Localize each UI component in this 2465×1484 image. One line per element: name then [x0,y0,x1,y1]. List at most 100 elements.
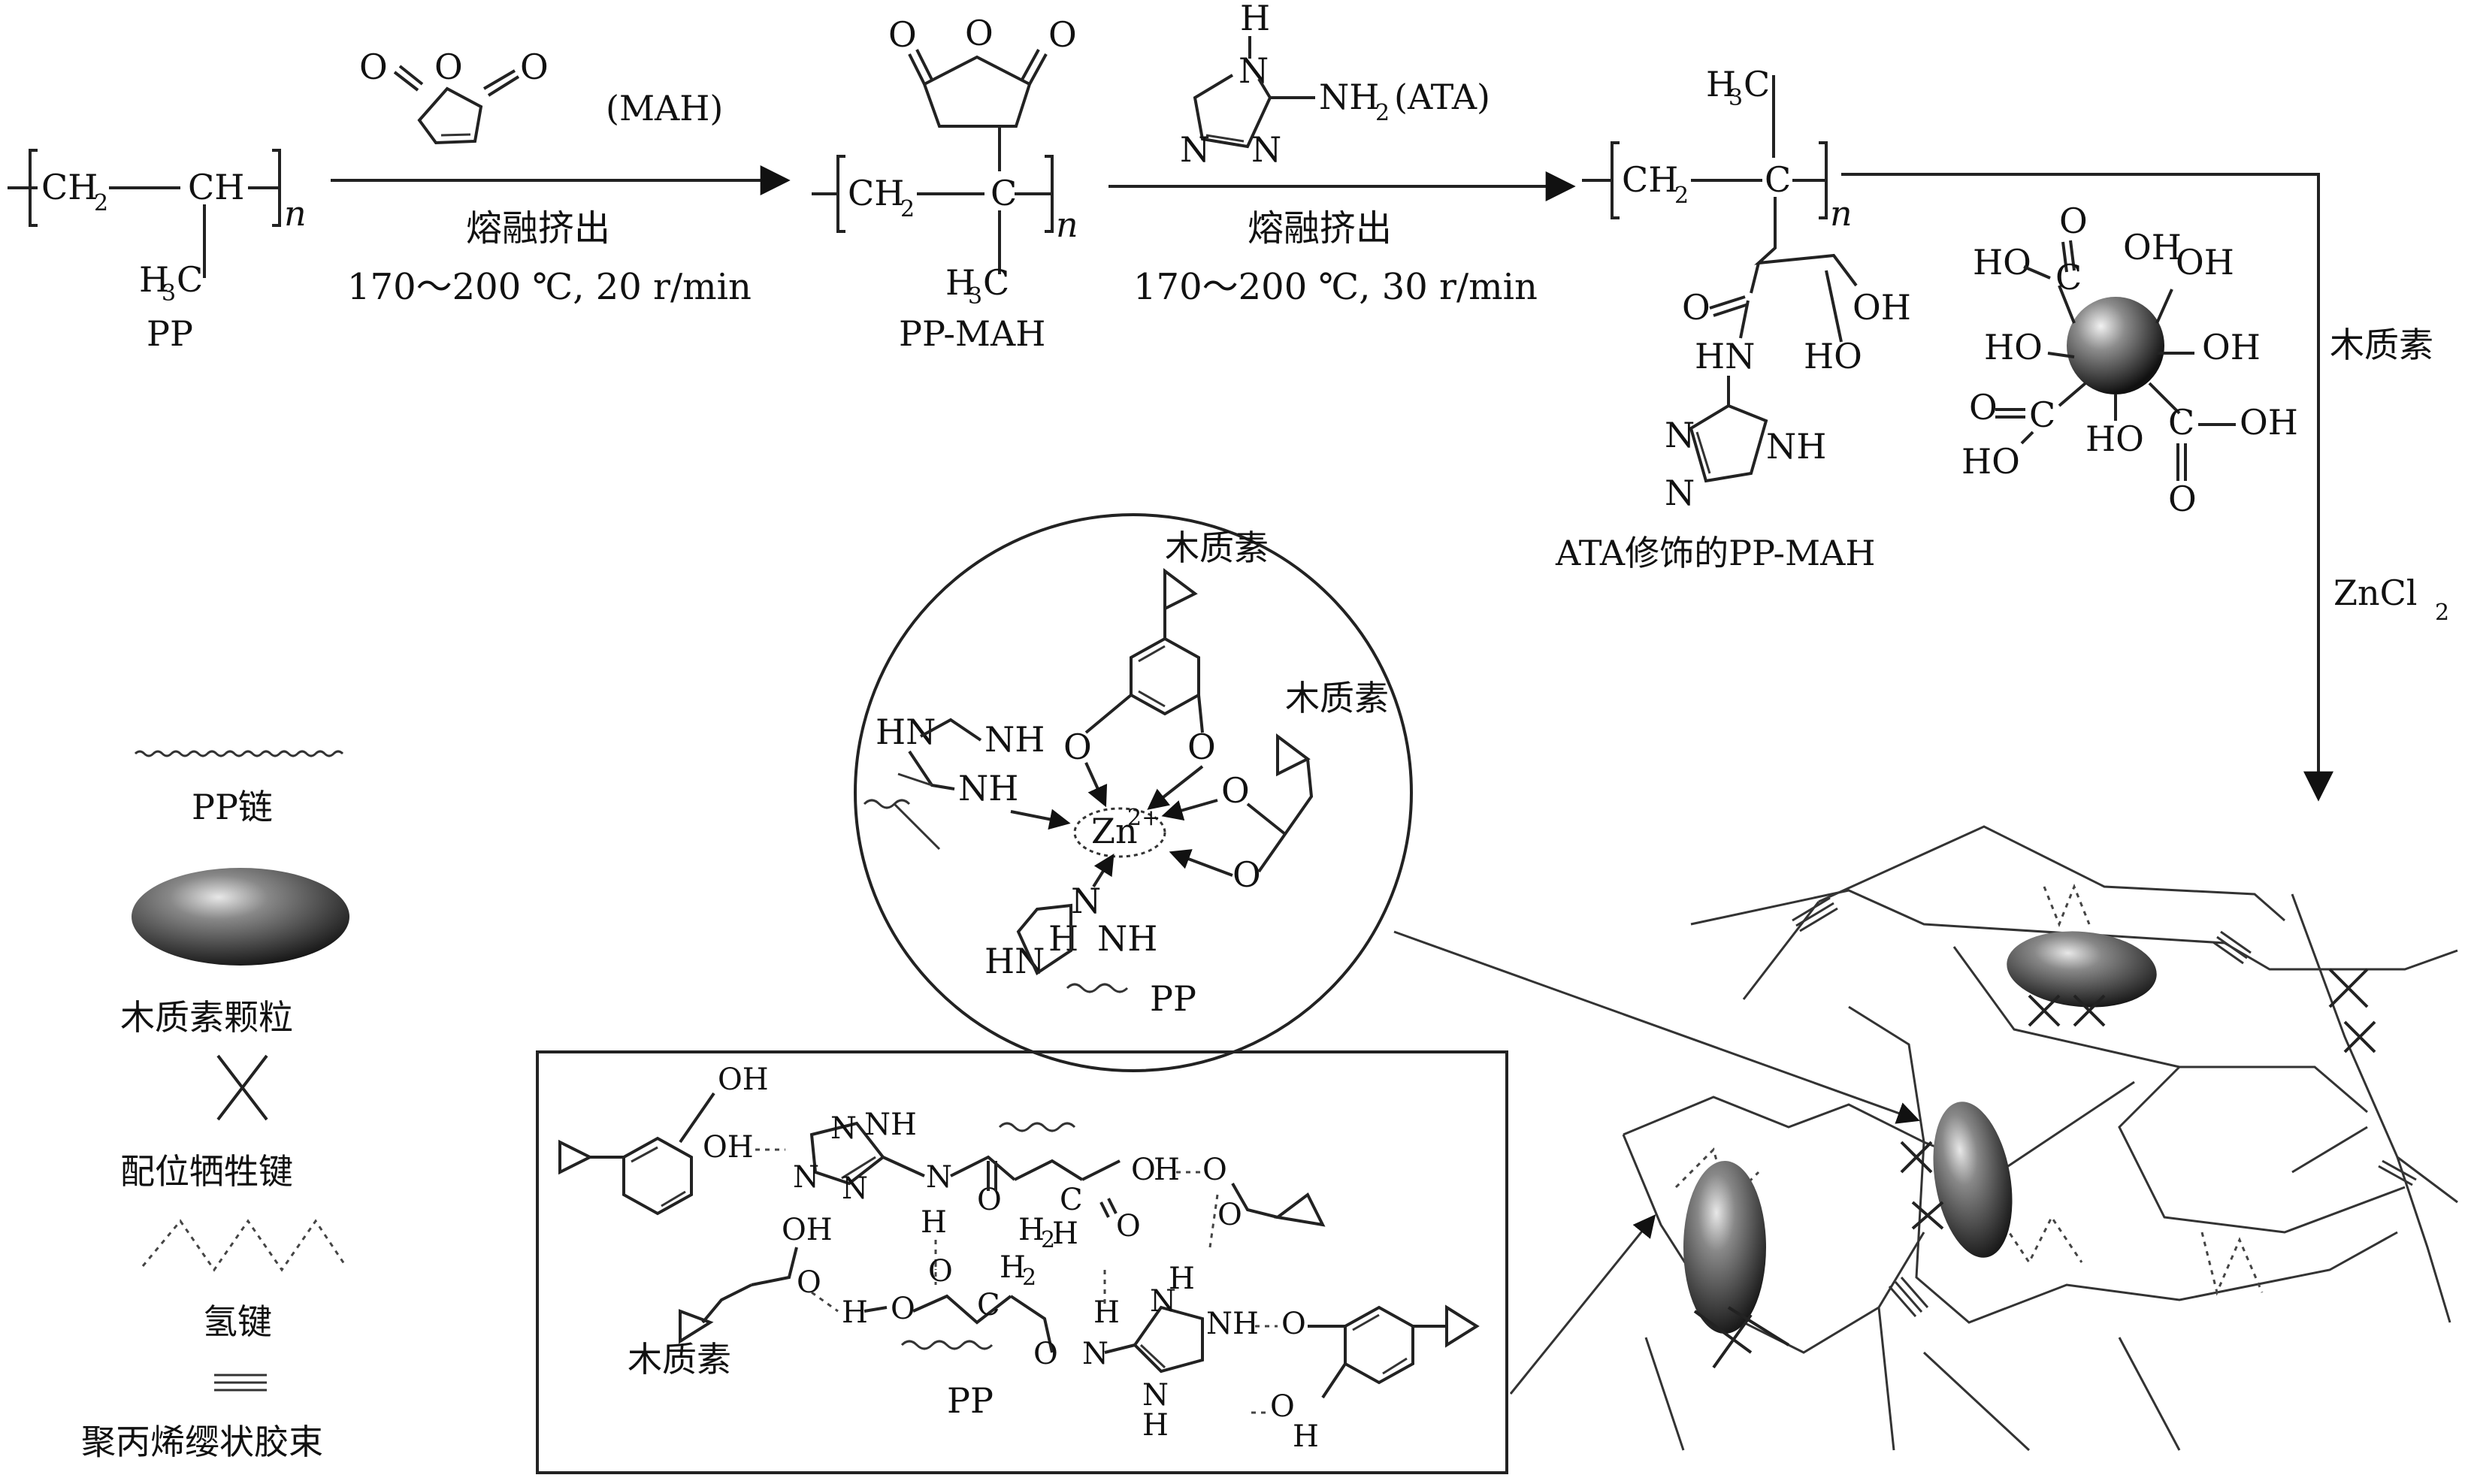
svg-text:C: C [977,1288,1000,1322]
svg-text:NH: NH [1097,918,1157,959]
svg-text:OH: OH [2202,327,2261,367]
pp-name: PP [147,313,193,354]
svg-text:O: O [359,47,388,87]
svg-text:O: O [1187,727,1216,767]
svg-text:N: N [830,1111,857,1146]
svg-text:N: N [842,1171,868,1206]
svg-text:OH: OH [782,1213,833,1247]
svg-text:HO: HO [2085,419,2144,459]
svg-text:C: C [1765,159,1791,200]
svg-text:H: H [1706,64,1736,104]
svg-text:n: n [1056,204,1078,245]
svg-text:O: O [1033,1337,1058,1371]
svg-text:OH: OH [2123,227,2182,267]
svg-text:OH: OH [2176,242,2234,283]
legend-coord-bond: 配位牺牲键 [120,1151,293,1192]
circle-lignin-1: 木质素 [1165,527,1269,568]
svg-text:N: N [793,1160,819,1195]
svg-text:N: N [1150,1284,1176,1319]
pp-mah-name: PP-MAH [899,313,1045,354]
svg-text:N: N [1142,1378,1169,1413]
svg-text:H: H [1018,1213,1045,1247]
svg-text:HO: HO [1973,242,2031,283]
zn-coordination-detail: 木质素 木质素 O O Zn 2+ HN NH NH O O N [854,513,1413,1072]
svg-text:N: N [1206,1307,1232,1341]
svg-text:2: 2 [1674,183,1689,209]
lignin-side-label: 木质素 [2330,325,2433,365]
lignin-particle-2 [1933,1102,2013,1258]
box-lignin-label: 木质素 [628,1339,731,1380]
svg-text:NH: NH [864,1108,917,1142]
step2-conditions: 170～200 ℃, 30 r/min [1133,266,1538,308]
svg-text:C: C [1744,64,1770,104]
pp-methyl-c: C [177,259,203,300]
svg-text:N: N [1251,129,1281,170]
svg-text:H: H [945,262,975,303]
svg-text:H: H [1240,0,1270,38]
svg-text:O: O [1232,854,1261,895]
legend-micelle: 聚丙烯缨状胶束 [81,1422,323,1462]
svg-text:H: H [1000,1250,1026,1285]
network-schematic [1393,825,2458,1452]
svg-text:H: H [1142,1408,1169,1443]
svg-text:HO: HO [1984,327,2043,367]
svg-text:2: 2 [900,196,915,222]
step1-reagent-mah: O O O (MAH) [359,47,723,145]
svg-text:C: C [2168,402,2194,443]
svg-text:O: O [1682,287,1710,328]
step2-reagent-ata: H N N N NH 2 (ATA) [1180,0,1490,170]
svg-text:O: O [1281,1307,1306,1341]
ata-pp-mah-structure: H 3 C CH 2 C n O OH HO HN N N NH ATA修饰的P… [1555,64,1911,573]
svg-text:O: O [434,47,463,87]
svg-text:OH: OH [703,1130,754,1165]
svg-text:NH: NH [984,719,1045,760]
svg-text:C: C [991,173,1017,213]
lignin-molecule-ball: O HO C OH OH HO OH O C HO HO C OH O [1961,201,2298,519]
svg-text:C: C [2055,257,2082,298]
svg-text:O: O [520,47,549,87]
zn-ellipse [1073,807,1166,858]
legend-micelle-swatch [214,1374,267,1392]
svg-text:N: N [1665,473,1695,513]
svg-text:O: O [1048,14,1077,55]
svg-text:H: H [921,1205,947,1240]
zn-charge: 2+ [1127,805,1160,831]
lignin-ball [2067,297,2164,394]
svg-text:H: H [1048,918,1078,959]
svg-text:OH: OH [1853,287,1911,328]
svg-text:N: N [1239,50,1269,91]
svg-text:O: O [888,14,917,55]
svg-text:C: C [2029,394,2055,435]
svg-text:O: O [1969,387,1998,428]
pp-methyl-sub: 3 [162,280,176,307]
pp-ch2: CH [41,167,98,207]
zn-label: Zn [1091,811,1138,851]
legend-lignin-particle: 木质素颗粒 [120,997,293,1038]
circle-to-network-arrow [1393,930,1920,1124]
step1-process: 熔融挤出 [466,207,610,249]
svg-text:H: H [1093,1295,1120,1330]
legend-coord-bond-swatch [216,1054,268,1121]
svg-text:H: H [1154,1153,1180,1187]
svg-text:H: H [842,1295,868,1330]
zncl2-sub: 2 [2435,600,2449,626]
legend-pp-chain: PP链 [192,787,273,827]
step1-reagent-label: (MAH) [606,88,723,128]
pp-methyl-h: H [139,259,169,300]
pp-ch: CH [188,167,244,207]
lignin-particle-1 [2007,931,2157,1008]
svg-text:2: 2 [1041,1227,1055,1253]
svg-text:OH: OH [718,1062,769,1097]
svg-text:H: H [1232,1307,1259,1341]
circle-pp-label: PP [1150,978,1196,1019]
box-pp-label: PP [947,1380,994,1421]
step2-process: 熔融挤出 [1248,207,1392,249]
svg-text:O: O [1270,1389,1295,1424]
svg-text:HN: HN [984,941,1045,981]
svg-text:HO: HO [1961,441,2020,482]
svg-text:N: N [1082,1337,1108,1371]
box-to-network-arrow [1509,1214,1656,1395]
step1-conditions: 170～200 ℃, 20 r/min [347,266,752,308]
legend: PP链 木质素颗粒 配位牺牲键 氢键 聚丙烯缨状胶束 [81,750,349,1462]
svg-text:H: H [1169,1262,1195,1296]
